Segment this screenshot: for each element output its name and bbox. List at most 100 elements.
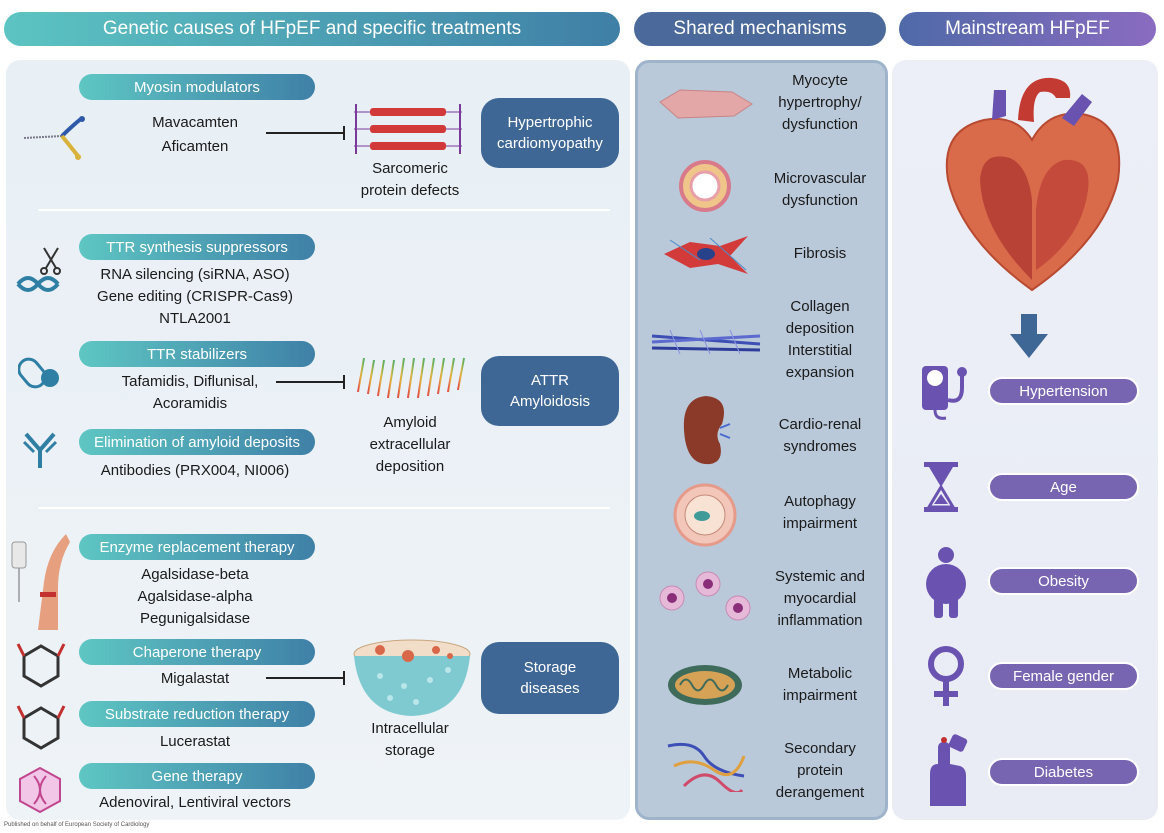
pill-capsule-icon: [18, 357, 59, 389]
section-divider: [38, 209, 610, 211]
infusion-arm-icon: [11, 534, 70, 630]
inhibition-bar: [343, 671, 345, 685]
myocyte-icon: [659, 89, 753, 119]
gene-editing-text: Gene editing (CRISPR-Cas9): [97, 288, 293, 305]
storage-diseases-box: Storage diseases: [481, 642, 619, 714]
mainstream-hfpef-header: Mainstream HFpEF: [899, 12, 1156, 46]
mechanism-label: Interstitial: [787, 342, 853, 359]
mechanism-label: Secondary: [784, 740, 856, 757]
mechanism-label: Cardio-renal: [778, 416, 862, 433]
inhibition-line: [266, 132, 344, 134]
inhibition-line: [276, 381, 344, 383]
inhibition-bar: [343, 375, 345, 389]
acoramidis-text: Acoramidis: [152, 395, 228, 412]
autophagosome-icon: [673, 483, 737, 547]
antibodies-text: Antibodies (PRX004, NI006): [100, 462, 290, 479]
amyloid-target-line2: extracellular: [369, 436, 451, 453]
glucose-test-icon: [930, 734, 968, 806]
hypertrophic-cardiomyopathy-box: Hypertrophic cardiomyopathy: [481, 98, 619, 168]
lucerastat-text: Lucerastat: [159, 733, 231, 750]
attr-amyloidosis-box: ATTR Amyloidosis: [481, 356, 619, 426]
inhibition-bar: [343, 126, 345, 140]
mechanism-label: Fibrosis: [793, 245, 847, 262]
disease-label-line1: Hypertrophic: [507, 114, 593, 131]
rna-silencing-text: RNA silencing (siRNA, ASO): [100, 266, 290, 283]
myosin-modulators-pill: Myosin modulators: [79, 74, 315, 100]
mechanism-label: derangement: [775, 784, 865, 801]
tafamidis-text: Tafamidis, Diflunisal,: [121, 373, 259, 390]
ttr-stabilizers-pill: TTR stabilizers: [79, 341, 315, 367]
sarcomeric-target-line1: Sarcomeric: [372, 160, 448, 177]
risk-diabetes: Diabetes: [988, 758, 1139, 786]
mechanism-label: hypertrophy/: [778, 94, 862, 111]
down-arrow-icon: [1010, 314, 1048, 358]
amyloid-target-line1: Amyloid: [383, 414, 437, 431]
mechanism-label: impairment: [782, 515, 858, 532]
mechanism-label: expansion: [785, 364, 855, 381]
risk-female-gender: Female gender: [988, 662, 1139, 690]
mitochondrion-icon: [668, 665, 742, 705]
protein-strands-icon: [667, 742, 746, 792]
disease-label-line2: cardiomyopathy: [497, 135, 603, 152]
microvessel-icon: [679, 160, 731, 212]
genetic-causes-header: Genetic causes of HFpEF and specific tre…: [4, 12, 620, 46]
shared-mechanisms-header: Shared mechanisms: [634, 12, 886, 46]
heart-icon: [945, 77, 1121, 292]
mechanism-metabolic: Metabolic impairment: [764, 663, 876, 707]
mechanism-label: dysfunction: [782, 192, 858, 209]
antibody-icon: [22, 432, 58, 468]
enzyme-replacement-pill: Enzyme replacement therapy: [79, 534, 315, 560]
molecule-hexagon-icon: [16, 705, 66, 750]
female-symbol-icon: [928, 646, 964, 706]
blood-pressure-icon: [922, 366, 967, 420]
dna-scissors-icon: [16, 247, 61, 292]
mechanism-microvascular: Microvascular dysfunction: [764, 168, 876, 212]
mechanism-label: deposition: [785, 320, 855, 337]
fibroblast-icon: [664, 236, 748, 274]
mechanism-label: dysfunction: [782, 116, 858, 133]
mechanism-myocyte: Myocyte hypertrophy/dysfunction: [764, 70, 876, 136]
disease-label-line2: diseases: [520, 680, 580, 697]
inhibition-line: [266, 677, 344, 679]
ntla2001-text: NTLA2001: [159, 310, 231, 327]
section-divider: [38, 507, 610, 509]
mechanism-label: protein: [797, 762, 843, 779]
mechanism-label: impairment: [782, 687, 858, 704]
molecule-hexagon-icon: [16, 643, 66, 688]
viral-vectors-text: Adenoviral, Lentiviral vectors: [99, 794, 291, 811]
agalsidase-beta-text: Agalsidase-beta: [141, 566, 249, 583]
myosin-molecule-icon: [23, 116, 85, 160]
chaperone-therapy-pill: Chaperone therapy: [79, 639, 315, 665]
collagen-fiber-icon: [651, 329, 761, 355]
mechanism-label: Myocyte: [792, 72, 848, 89]
risk-hypertension: Hypertension: [988, 377, 1139, 405]
substrate-reduction-pill: Substrate reduction therapy: [79, 701, 315, 727]
mechanism-protein: Secondary protein derangement: [764, 738, 876, 804]
storage-target-line2: storage: [384, 742, 436, 759]
mechanism-label: Metabolic: [787, 665, 853, 682]
storage-target-line1: Intracellular: [371, 720, 449, 737]
mechanism-label: Collagen: [790, 298, 850, 315]
inflammatory-cells-icon: [659, 571, 751, 621]
mechanism-fibrosis: Fibrosis: [764, 243, 876, 265]
migalastat-text: Migalastat: [160, 670, 230, 687]
disease-label-line1: Storage: [523, 659, 577, 676]
hourglass-icon: [924, 462, 958, 512]
gene-therapy-pill: Gene therapy: [79, 763, 315, 789]
disease-label-line1: ATTR: [530, 372, 570, 389]
pegunigalsidase-text: Pegunigalsidase: [139, 610, 251, 627]
mechanism-label: Microvascular: [773, 170, 867, 187]
kidney-icon: [683, 396, 731, 465]
sarcomeric-target-line2: protein defects: [360, 182, 460, 199]
drug-mavacamten: Mavacamten: [152, 114, 238, 131]
mechanism-label: inflammation: [777, 612, 863, 629]
risk-obesity: Obesity: [988, 567, 1139, 595]
drug-aficamten: Aficamten: [161, 138, 229, 155]
sarcomere-icon: [354, 104, 462, 154]
disease-label-line2: Amyloidosis: [509, 393, 591, 410]
intracellular-storage-icon: [353, 639, 471, 716]
obesity-figure-icon: [926, 547, 966, 618]
